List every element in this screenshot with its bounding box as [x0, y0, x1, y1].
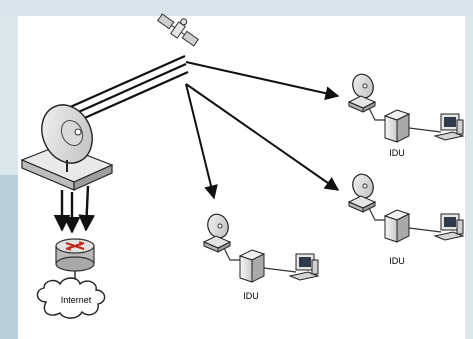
remote-site-3 — [202, 213, 320, 283]
vsat-dish-icon — [202, 213, 232, 253]
internet-cloud-icon — [36, 277, 106, 319]
idu-box-icon — [383, 209, 411, 243]
vsat-dish-icon — [347, 73, 377, 113]
slide-left-band-dark — [0, 175, 18, 339]
slide-right-band — [465, 16, 473, 339]
hub-dish-icon — [20, 104, 114, 191]
remote-site-1 — [347, 73, 465, 143]
idu-label-3: IDU — [243, 291, 259, 301]
computer-icon — [433, 113, 465, 141]
hub-to-router-arrows — [53, 185, 96, 234]
router-icon — [55, 238, 95, 272]
computer-icon — [288, 253, 320, 281]
downlink-arrows — [185, 61, 340, 200]
idu-label-2: IDU — [389, 256, 405, 266]
slide-top-band — [0, 0, 473, 16]
idu-label-1: IDU — [389, 148, 405, 158]
uplink-lines — [67, 54, 189, 122]
idu-box-icon — [238, 249, 266, 283]
satellite-icon — [156, 13, 200, 47]
vsat-dish-icon — [347, 173, 377, 213]
remote-site-2 — [347, 173, 465, 243]
internet-label: Internet — [61, 295, 92, 305]
computer-icon — [433, 213, 465, 241]
idu-box-icon — [383, 109, 411, 143]
